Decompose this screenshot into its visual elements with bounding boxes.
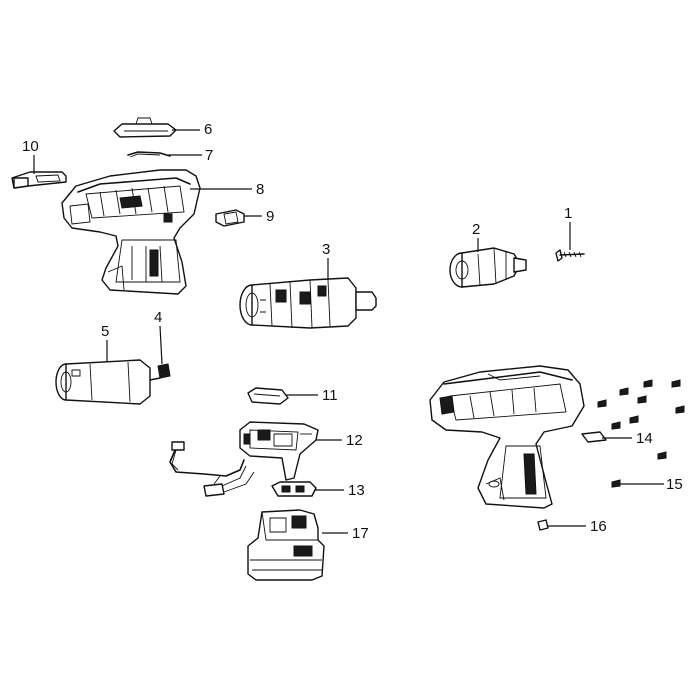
part-label-13: 13 bbox=[348, 482, 365, 499]
part-5-motor bbox=[55, 359, 161, 405]
part-label-12: 12 bbox=[346, 432, 363, 449]
part-15-screw bbox=[611, 479, 621, 488]
part-1-screw bbox=[555, 249, 585, 262]
part-2-chuck bbox=[449, 247, 527, 288]
part-labels: 1 2 3 4 5 6 7 8 9 10 11 12 13 14 15 16 1… bbox=[22, 121, 683, 542]
leader-lines bbox=[33, 129, 664, 534]
part-16-small-part bbox=[537, 519, 549, 531]
part-label-10: 10 bbox=[22, 138, 39, 155]
part-label-16: 16 bbox=[590, 518, 607, 535]
part-label-11: 11 bbox=[322, 387, 338, 404]
part-8-housing-half bbox=[61, 169, 201, 295]
part-label-4: 4 bbox=[154, 309, 162, 326]
part-label-5: 5 bbox=[101, 323, 109, 340]
part-label-3: 3 bbox=[322, 241, 330, 258]
loose-screws bbox=[597, 379, 685, 460]
part-14-label bbox=[581, 431, 607, 443]
part-label-1: 1 bbox=[564, 205, 572, 222]
wiring-harness bbox=[169, 441, 255, 497]
part-7-spring-clip bbox=[127, 151, 171, 158]
part-6-slide-button bbox=[113, 117, 177, 138]
part-label-9: 9 bbox=[266, 208, 274, 225]
assembled-drill bbox=[429, 365, 585, 509]
part-11-switch-cover bbox=[247, 387, 289, 405]
part-3-gearbox bbox=[239, 277, 377, 329]
part-label-14: 14 bbox=[636, 430, 653, 447]
part-label-6: 6 bbox=[204, 121, 212, 138]
part-label-15: 15 bbox=[666, 476, 683, 493]
part-12-switch bbox=[239, 421, 319, 481]
part-label-8: 8 bbox=[256, 181, 264, 198]
part-label-2: 2 bbox=[472, 221, 480, 238]
part-10-clip bbox=[11, 171, 67, 189]
part-label-7: 7 bbox=[205, 147, 213, 164]
part-4-spring bbox=[157, 363, 171, 379]
part-9-block bbox=[215, 209, 245, 227]
part-13-terminal-block bbox=[271, 481, 317, 497]
part-label-17: 17 bbox=[352, 525, 369, 542]
part-17-battery bbox=[247, 509, 325, 581]
